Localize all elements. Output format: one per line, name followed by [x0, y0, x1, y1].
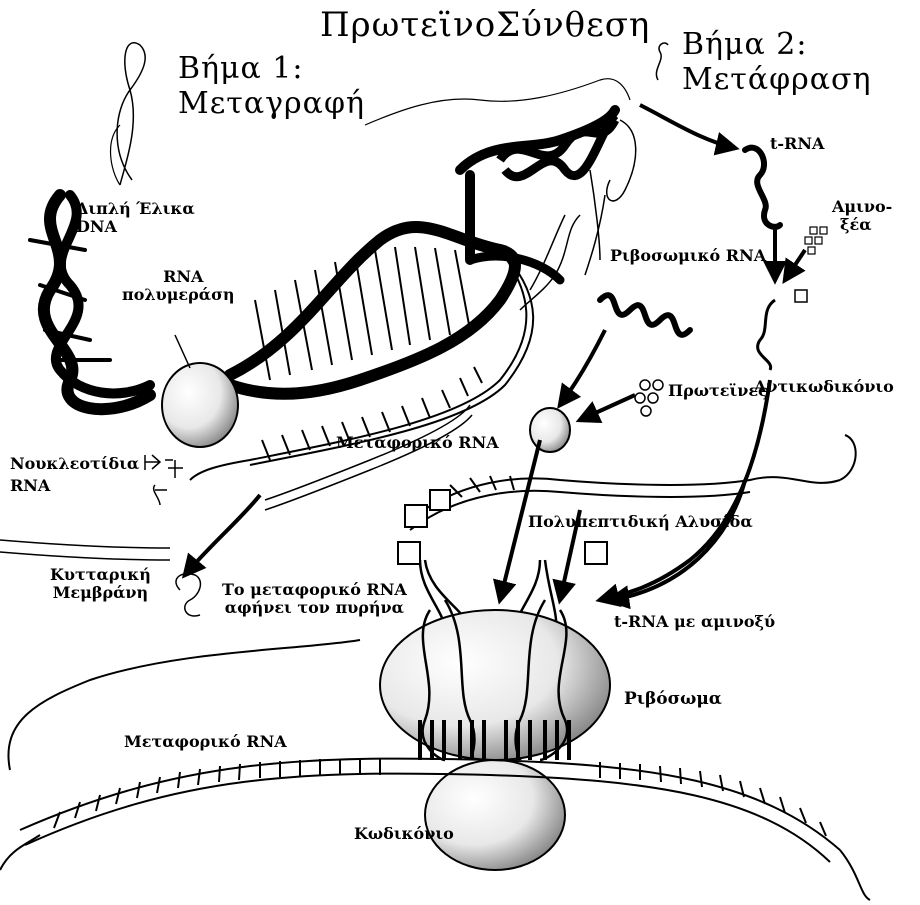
messenger-rna-top-label: Μεταφορικό RNA: [336, 434, 499, 452]
trna-with-aa-label: t-RNA με αμινοξύ: [614, 613, 775, 631]
page-title: ΠρωτεϊνοΣύνθεση: [320, 6, 650, 45]
dna-thin-wave-top: [365, 79, 630, 125]
ribosome-subunit-ball: [530, 408, 570, 452]
ribosome-large-subunit: [380, 610, 610, 760]
double-helix-label: Διπλή Έλικα DNA: [76, 200, 195, 237]
arrow-proteins-to-ribosome: [580, 395, 635, 420]
mrna-leaves-line1: Το μεταφορικό RNA: [222, 581, 407, 599]
trna-label: t-RNA: [770, 135, 824, 153]
protein-dots: [635, 380, 663, 416]
proteins-label: Πρωτεϊνες: [668, 382, 768, 400]
dna-rungs: [255, 247, 470, 380]
nucleotide-glyphs: [145, 455, 183, 505]
cell-membrane-line1: Κυτταρική: [50, 566, 151, 584]
aminoacid-squares: [805, 227, 827, 254]
rrna-strand-arrow: [590, 170, 600, 260]
anticodon-structure: [758, 290, 807, 370]
arrow-to-trna: [640, 105, 735, 148]
cell-membrane-line2: Μεμβράνη: [50, 584, 151, 602]
ribosomal-rna-squiggle: [600, 295, 690, 335]
nucleotides-label: Νουκλεοτίδια RNA: [10, 455, 139, 496]
anticodon-label: Αντικωδικόνιο: [754, 378, 894, 396]
rna-polymerase-label: RNA πολυμεράση: [122, 268, 235, 305]
dna-thin-strand: [117, 43, 145, 185]
nucleotides-line2: RNA: [10, 477, 139, 495]
arrow-mrna-to-membrane: [185, 495, 260, 575]
step2-label: Βήμα 2: Μετάφραση: [682, 28, 871, 97]
step1-line1: Βήμα 1:: [178, 52, 365, 87]
rna-polymerase-line2: πολυμεράση: [122, 286, 235, 304]
codon-label: Κωδικόνιο: [354, 825, 454, 843]
aminoacids-label: Αμινο- ξέα: [832, 198, 892, 235]
step2-line1: Βήμα 2:: [682, 28, 871, 63]
mrna-leaves-label: Το μεταφορικό RNA αφήνει τον πυρήνα: [222, 581, 407, 618]
aminoacids-line2: ξέα: [832, 216, 892, 234]
dna-thin-strand-2: [111, 125, 120, 185]
rna-polymerase-line1: RNA: [122, 268, 235, 286]
trna-shape: [745, 148, 780, 227]
double-helix-line2: DNA: [76, 218, 195, 236]
aa-blocks: [405, 490, 450, 527]
rna-polymerase-pointer: [175, 335, 190, 368]
step1-label: Βήμα 1: Μεταγραφή: [178, 52, 365, 121]
cell-membrane-label: Κυτταρική Μεμβράνη: [50, 566, 151, 603]
ribosome-label: Ριβόσωμα: [624, 690, 722, 710]
mrna-leaves-line2: αφήνει τον πυρήνα: [222, 599, 407, 617]
nucleotides-line1: Νουκλεοτίδια: [10, 455, 139, 473]
step1-line2: Μεταγραφή: [178, 87, 365, 122]
messenger-rna-bottom-label: Μεταφορικό RNA: [124, 733, 287, 751]
arrow-anticodon-to-trna-aa: [600, 380, 770, 600]
trna-aa-squares: [398, 542, 607, 564]
ribosomal-rna-label: Ριβοσωμικό RNA: [610, 247, 766, 265]
step2-line2: Μετάφραση: [682, 63, 871, 98]
step2-helix-icon: [656, 43, 668, 80]
arrow-aa-to-anticodon: [785, 250, 805, 280]
arrow-right-to-trna-aa: [610, 480, 745, 600]
rna-polymerase-ball: [162, 363, 238, 447]
aminoacids-line1: Αμινο-: [832, 198, 892, 216]
arrow-rrna-to-ribosome: [560, 330, 605, 405]
polypeptide-chain-label: Πολυπεπτιδική Αλυσίδα: [528, 513, 753, 531]
double-helix-line1: Διπλή Έλικα: [76, 200, 195, 218]
